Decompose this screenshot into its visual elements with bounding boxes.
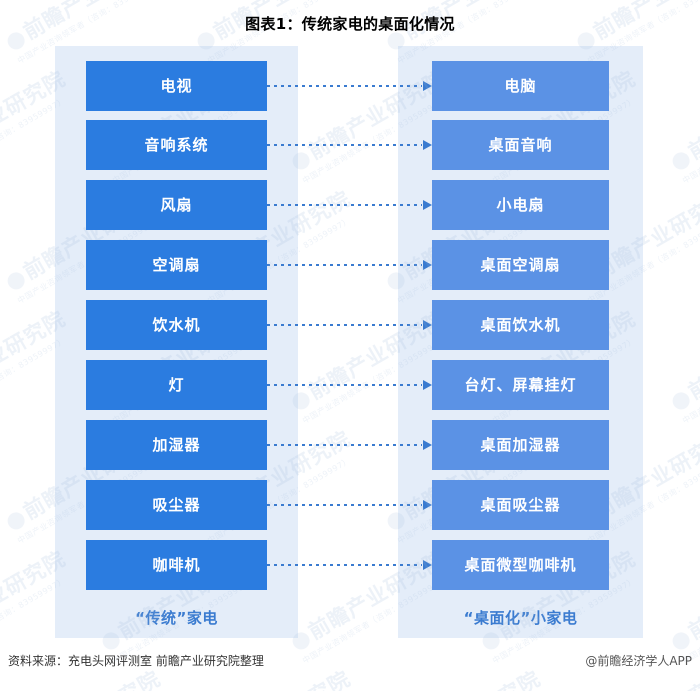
connector-line [267,384,422,386]
left-item-box[interactable]: 电视 [86,61,267,111]
right-item-box[interactable]: 桌面空调扇 [432,240,609,290]
connector-line [267,324,422,326]
arrow-head-icon [423,200,432,210]
left-item-box[interactable]: 饮水机 [86,300,267,350]
watermark-logo-icon [4,509,28,533]
right-item-box[interactable]: 桌面音响 [432,120,609,170]
watermark-logo-icon [669,629,693,653]
watermark-text: 前瞻产业研究院中国产业咨询领军者（咨询：83959997） [665,303,700,426]
left-item-box[interactable]: 音响系统 [86,120,267,170]
arrow-head-icon [423,440,432,450]
arrow-head-icon [423,81,432,91]
left-item-box[interactable]: 空调扇 [86,240,267,290]
right-item-box[interactable]: 桌面饮水机 [432,300,609,350]
arrow-head-icon [423,320,432,330]
connector-line [267,444,422,446]
arrow-head-icon [423,560,432,570]
app-credit: @前瞻经济学人APP [585,654,692,668]
connector-line [267,264,422,266]
left-item-box[interactable]: 灯 [86,360,267,410]
connector-line [267,85,422,87]
panel-right-footer-label: “桌面化”小家电 [463,609,578,627]
watermark-text: 前瞻产业研究院中国产业咨询领军者（咨询：83959997） [665,63,700,186]
page-title: 图表1：传统家电的桌面化情况 [245,15,455,33]
left-item-box[interactable]: 加湿器 [86,420,267,470]
right-item-box[interactable]: 电脑 [432,61,609,111]
right-item-box[interactable]: 小电扇 [432,180,609,230]
arrow-head-icon [423,260,432,270]
watermark-logo-icon [4,269,28,293]
panel-left-footer-label: “传统”家电 [135,609,218,627]
connector-line [267,564,422,566]
arrow-head-icon [423,140,432,150]
connector-line [267,504,422,506]
right-item-box[interactable]: 桌面吸尘器 [432,480,609,530]
arrow-head-icon [423,500,432,510]
right-item-box[interactable]: 桌面微型咖啡机 [432,540,609,590]
left-item-box[interactable]: 咖啡机 [86,540,267,590]
right-item-box[interactable]: 台灯、屏幕挂灯 [432,360,609,410]
arrow-head-icon [423,380,432,390]
right-item-box[interactable]: 桌面加湿器 [432,420,609,470]
left-item-box[interactable]: 吸尘器 [86,480,267,530]
left-item-box[interactable]: 风扇 [86,180,267,230]
connector-line [267,204,422,206]
connector-line [267,144,422,146]
watermark-text: 前瞻产业研究院中国产业咨询领军者（咨询：83959997） [665,543,700,666]
source-note: 资料来源：充电头网评测室 前瞻产业研究院整理 [8,654,264,668]
watermark-logo-icon [669,149,693,173]
watermark-logo-icon [669,389,693,413]
